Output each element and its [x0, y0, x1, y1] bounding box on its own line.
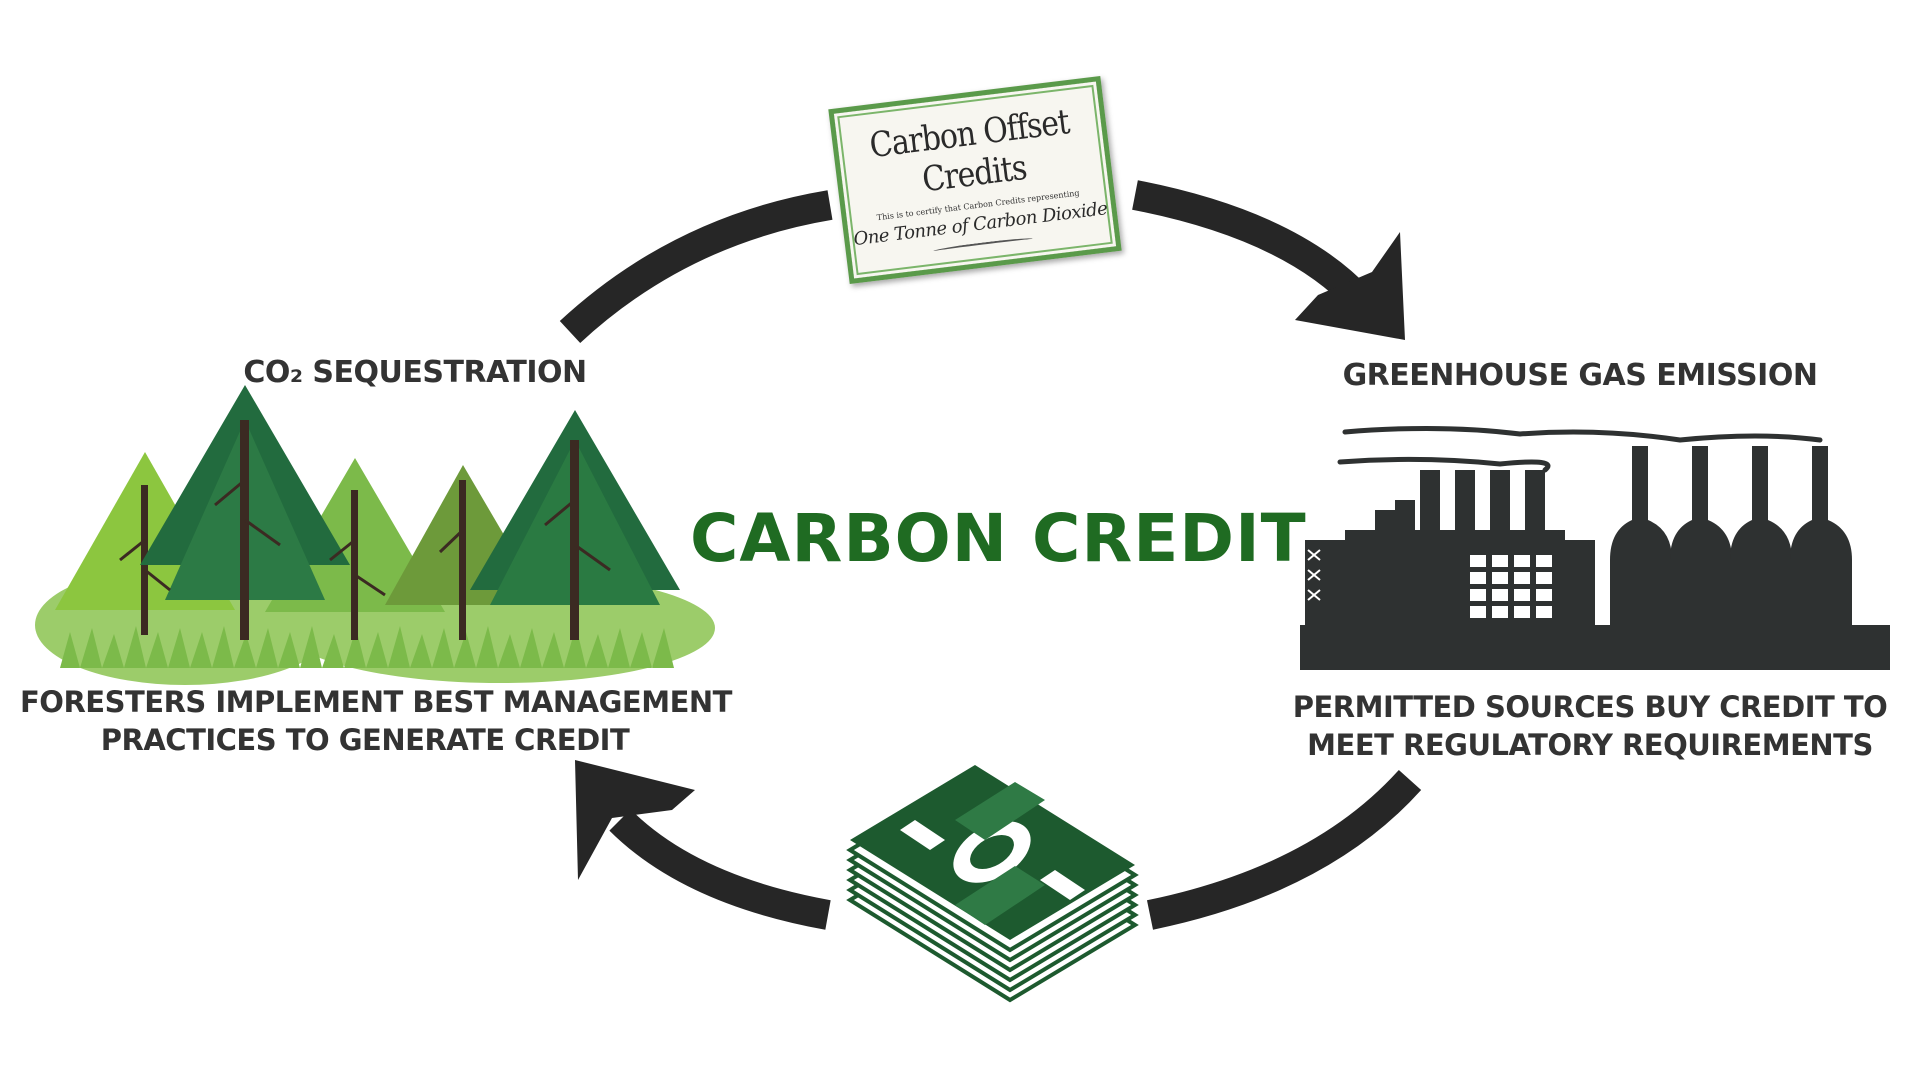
foresters-caption: FORESTERS IMPLEMENT BEST MANAGEMENT PRAC…	[20, 683, 732, 759]
arrowhead-right	[1295, 232, 1405, 340]
arc-top-right	[1132, 180, 1371, 311]
foresters-caption-line1: FORESTERS IMPLEMENT BEST MANAGEMENT	[20, 685, 732, 719]
certificate-icon: Carbon Offset Credits This is to certify…	[828, 75, 1122, 285]
certificate-flourish	[933, 236, 1033, 254]
permitted-sources-caption-line1: PERMITTED SOURCES BUY CREDIT TO	[1292, 690, 1888, 724]
foresters-caption-line2: PRACTICES TO GENERATE CREDIT	[100, 723, 630, 757]
cycle-arrows	[559, 180, 1422, 930]
co2-sequestration-label: CO₂ SEQUESTRATION	[243, 355, 587, 390]
arc-bottom-left	[609, 809, 831, 930]
carbon-credit-title: CARBON CREDIT	[690, 500, 1307, 577]
arc-top-left	[559, 190, 833, 344]
factory-icon	[1300, 425, 1890, 670]
permitted-sources-caption: PERMITTED SOURCES BUY CREDIT TO MEET REG…	[1290, 688, 1890, 764]
greenhouse-gas-label: GREENHOUSE GAS EMISSION	[1342, 358, 1818, 393]
arc-bottom-right	[1146, 769, 1422, 930]
arrowhead-left	[575, 760, 695, 880]
forest-icon	[35, 385, 715, 685]
permitted-sources-caption-line2: MEET REGULATORY REQUIREMENTS	[1307, 728, 1873, 762]
cash-stack-icon	[846, 765, 1139, 1003]
